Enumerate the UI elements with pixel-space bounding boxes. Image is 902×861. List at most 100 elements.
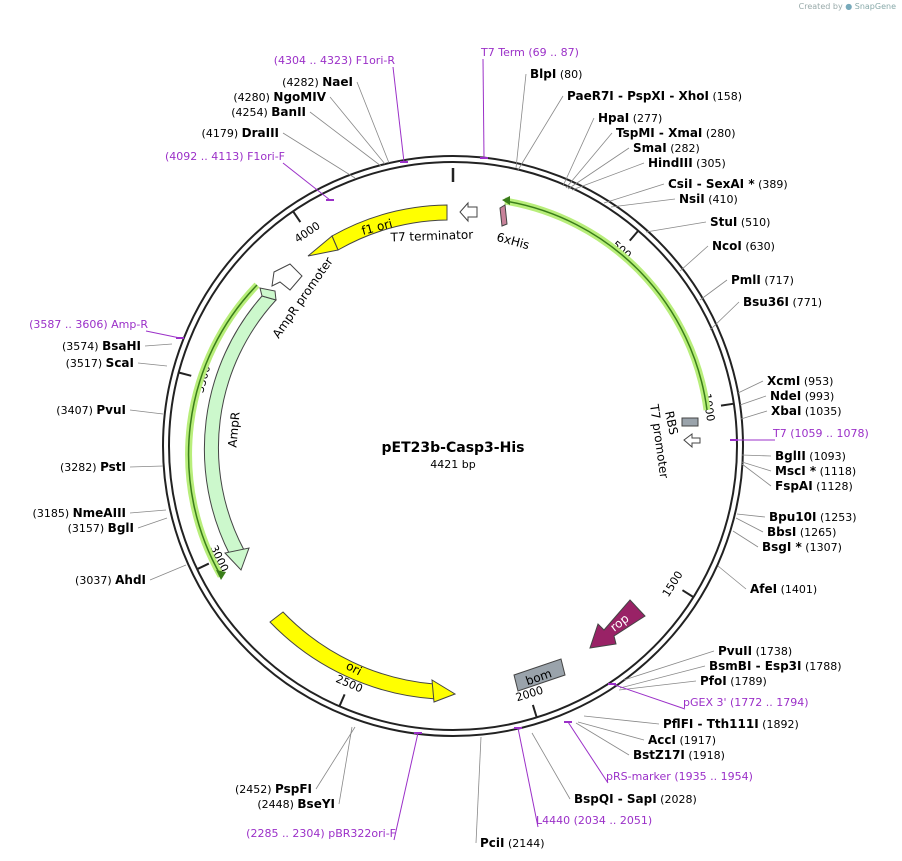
restriction-site-pmli[interactable]: PmlI (717) [731, 273, 794, 287]
site-label: BsmBI - Esp3I (1788) [709, 659, 842, 673]
site-leader [144, 343, 173, 347]
primer-f1orir[interactable]: (4304 .. 4323) F1ori-R [274, 54, 396, 67]
site-leader [338, 726, 353, 805]
restriction-site-ngomiv[interactable]: (4280) NgoMIV [233, 90, 326, 104]
site-label: (2452) PspFI [235, 782, 312, 796]
site-label: CsiI - SexAI * (389) [668, 177, 788, 191]
site-leader [717, 565, 747, 590]
primer-pbr322orif[interactable]: (2285 .. 2304) pBR322ori-F [246, 827, 396, 840]
primer-f1orif[interactable]: (4092 .. 4113) F1ori-F [165, 150, 285, 163]
restriction-site-ncoi[interactable]: NcoI (630) [712, 239, 775, 253]
site-position: (4282) [282, 76, 322, 89]
primer-prsmarker[interactable]: pRS-marker (1935 .. 1954) [606, 770, 753, 783]
site-label: NdeI (993) [770, 389, 834, 403]
site-leader [129, 509, 167, 514]
feature-label: AmpR [225, 411, 242, 448]
restriction-site-blpi[interactable]: BlpI (80) [530, 67, 582, 81]
restriction-site-acci[interactable]: AccI (1917) [648, 733, 716, 747]
site-label: BglII (1093) [775, 449, 846, 463]
restriction-site-hpai[interactable]: HpaI (277) [598, 111, 662, 125]
restriction-site-draiii[interactable]: (4179) DraIII [202, 126, 279, 140]
site-label: HindIII (305) [648, 156, 726, 170]
restriction-site-msci[interactable]: MscI * (1118) [775, 464, 856, 478]
site-leader [577, 721, 645, 741]
primer-range: (1059 .. 1078) [787, 427, 869, 440]
feature-rop[interactable]: rop [589, 599, 646, 649]
restriction-site-bbsi[interactable]: BbsI (1265) [767, 525, 836, 539]
restriction-site-csii[interactable]: CsiI - SexAI * (389) [668, 177, 788, 191]
primer-pgex3[interactable]: pGEX 3' (1772 .. 1794) [683, 696, 809, 709]
restriction-site-smai[interactable]: SmaI (282) [633, 141, 700, 155]
site-leader [741, 463, 772, 487]
restriction-site-xbai[interactable]: XbaI (1035) [771, 404, 841, 418]
restriction-site-bpu10i[interactable]: Bpu10I (1253) [769, 510, 857, 524]
restriction-site-nmeaiii[interactable]: (3185) NmeAIII [33, 506, 126, 520]
primer-t7term[interactable]: T7 Term (69 .. 87) [480, 46, 579, 59]
restriction-site-pvuii[interactable]: PvuII (1738) [718, 644, 792, 658]
restriction-site-bsmbi[interactable]: BsmBI - Esp3I (1788) [709, 659, 842, 673]
restriction-site-scai[interactable]: (3517) ScaI [66, 356, 134, 370]
restriction-site-stui[interactable]: StuI (510) [710, 215, 770, 229]
primer-label: pRS-marker (1935 .. 1954) [606, 770, 753, 783]
restriction-site-pfoi[interactable]: PfoI (1789) [700, 674, 767, 688]
site-label: Bpu10I (1253) [769, 510, 857, 524]
site-leader [571, 162, 645, 191]
restriction-site-pspfi[interactable]: (2452) PspFI [235, 782, 312, 796]
site-leader [610, 198, 676, 208]
restriction-site-bglii[interactable]: BglII (1093) [775, 449, 846, 463]
primer-name: pRS-marker [606, 770, 671, 783]
restriction-site-naei[interactable]: (4282) NaeI [282, 75, 353, 89]
restriction-site-afei[interactable]: AfeI (1401) [750, 582, 817, 596]
restriction-site-bseyi[interactable]: (2448) BseYI [257, 797, 335, 811]
site-leader [329, 96, 386, 165]
restriction-site-ahdi[interactable]: (3037) AhdI [75, 573, 146, 587]
primer-ampr[interactable]: (3587 .. 3606) Amp-R [29, 318, 148, 331]
feature-ampr[interactable]: AmpR [203, 287, 277, 571]
restriction-site-hindiii[interactable]: HindIII (305) [648, 156, 726, 170]
feature-ori[interactable]: ori [269, 611, 457, 703]
enzyme-name: PflFI [663, 717, 693, 731]
primer-l4440[interactable]: L4440 (2034 .. 2051) [536, 814, 652, 827]
site-label: BsgI * (1307) [762, 540, 842, 554]
restriction-site-pvui[interactable]: (3407) PvuI [56, 403, 126, 417]
primer-leader [517, 727, 539, 828]
restriction-site-bsahi[interactable]: (3574) BsaHI [62, 339, 141, 353]
restriction-site-bsu36i[interactable]: Bsu36I (771) [743, 295, 822, 309]
restriction-sites: BlpI (80) PaeR7I - PspXI - XhoI (158) HpaI… [33, 67, 857, 850]
restriction-site-tspmi[interactable]: TspMI - XmaI (280) [616, 126, 735, 140]
enzyme-name: Tth111I [707, 717, 759, 731]
feature-ampr-promoter[interactable]: AmpR promoter [270, 255, 336, 341]
primer-t7[interactable]: T7 (1059 .. 1078) [772, 427, 869, 440]
restriction-site-bstz17i[interactable]: BstZ17I (1918) [633, 748, 725, 762]
feature-rbs[interactable]: RBS [662, 410, 699, 436]
site-position: (280) [702, 127, 735, 140]
restriction-site-fspai[interactable]: FspAI (1128) [775, 479, 853, 493]
site-label: BlpI (80) [530, 67, 582, 81]
primer-name: Amp-R [111, 318, 148, 331]
site-position: (3282) [60, 461, 100, 474]
enzyme-name: XmaI [668, 126, 702, 140]
site-label: AccI (1917) [648, 733, 716, 747]
restriction-site-bspqi[interactable]: BspQI - SapI (2028) [574, 792, 697, 806]
restriction-site-pcii[interactable]: PciI (2144) [480, 836, 545, 850]
restriction-site-ndei[interactable]: NdeI (993) [770, 389, 834, 403]
site-leader [737, 380, 764, 394]
restriction-site-bsgi[interactable]: BsgI * (1307) [762, 540, 842, 554]
primer-label: (2285 .. 2304) pBR322ori-F [246, 827, 396, 840]
restriction-site-psti[interactable]: (3282) PstI [60, 460, 126, 474]
site-position: (771) [789, 296, 822, 309]
plasmid-backbone [162, 155, 744, 737]
feature-6xhis[interactable]: 6xHis [495, 204, 531, 252]
restriction-site-banii[interactable]: (4254) BanII [231, 105, 306, 119]
feature-t7-terminator[interactable]: T7 terminator [389, 201, 478, 244]
restriction-site-paer7i[interactable]: PaeR7I - PspXI - XhoI (158) [567, 89, 742, 103]
restriction-site-bgli[interactable]: (3157) BglI [68, 521, 134, 535]
restriction-site-pflfi[interactable]: PflFI - Tth111I (1892) [663, 717, 799, 731]
primer-range: (69 .. 87) [525, 46, 579, 59]
site-position: (3185) [33, 507, 73, 520]
restriction-site-xcmi[interactable]: XcmI (953) [767, 374, 833, 388]
enzyme-name: BsaHI [102, 339, 141, 353]
enzyme-name: TspMI [616, 126, 655, 140]
restriction-site-nsii[interactable]: NsiI (410) [679, 192, 738, 206]
primer-leader [145, 330, 181, 339]
